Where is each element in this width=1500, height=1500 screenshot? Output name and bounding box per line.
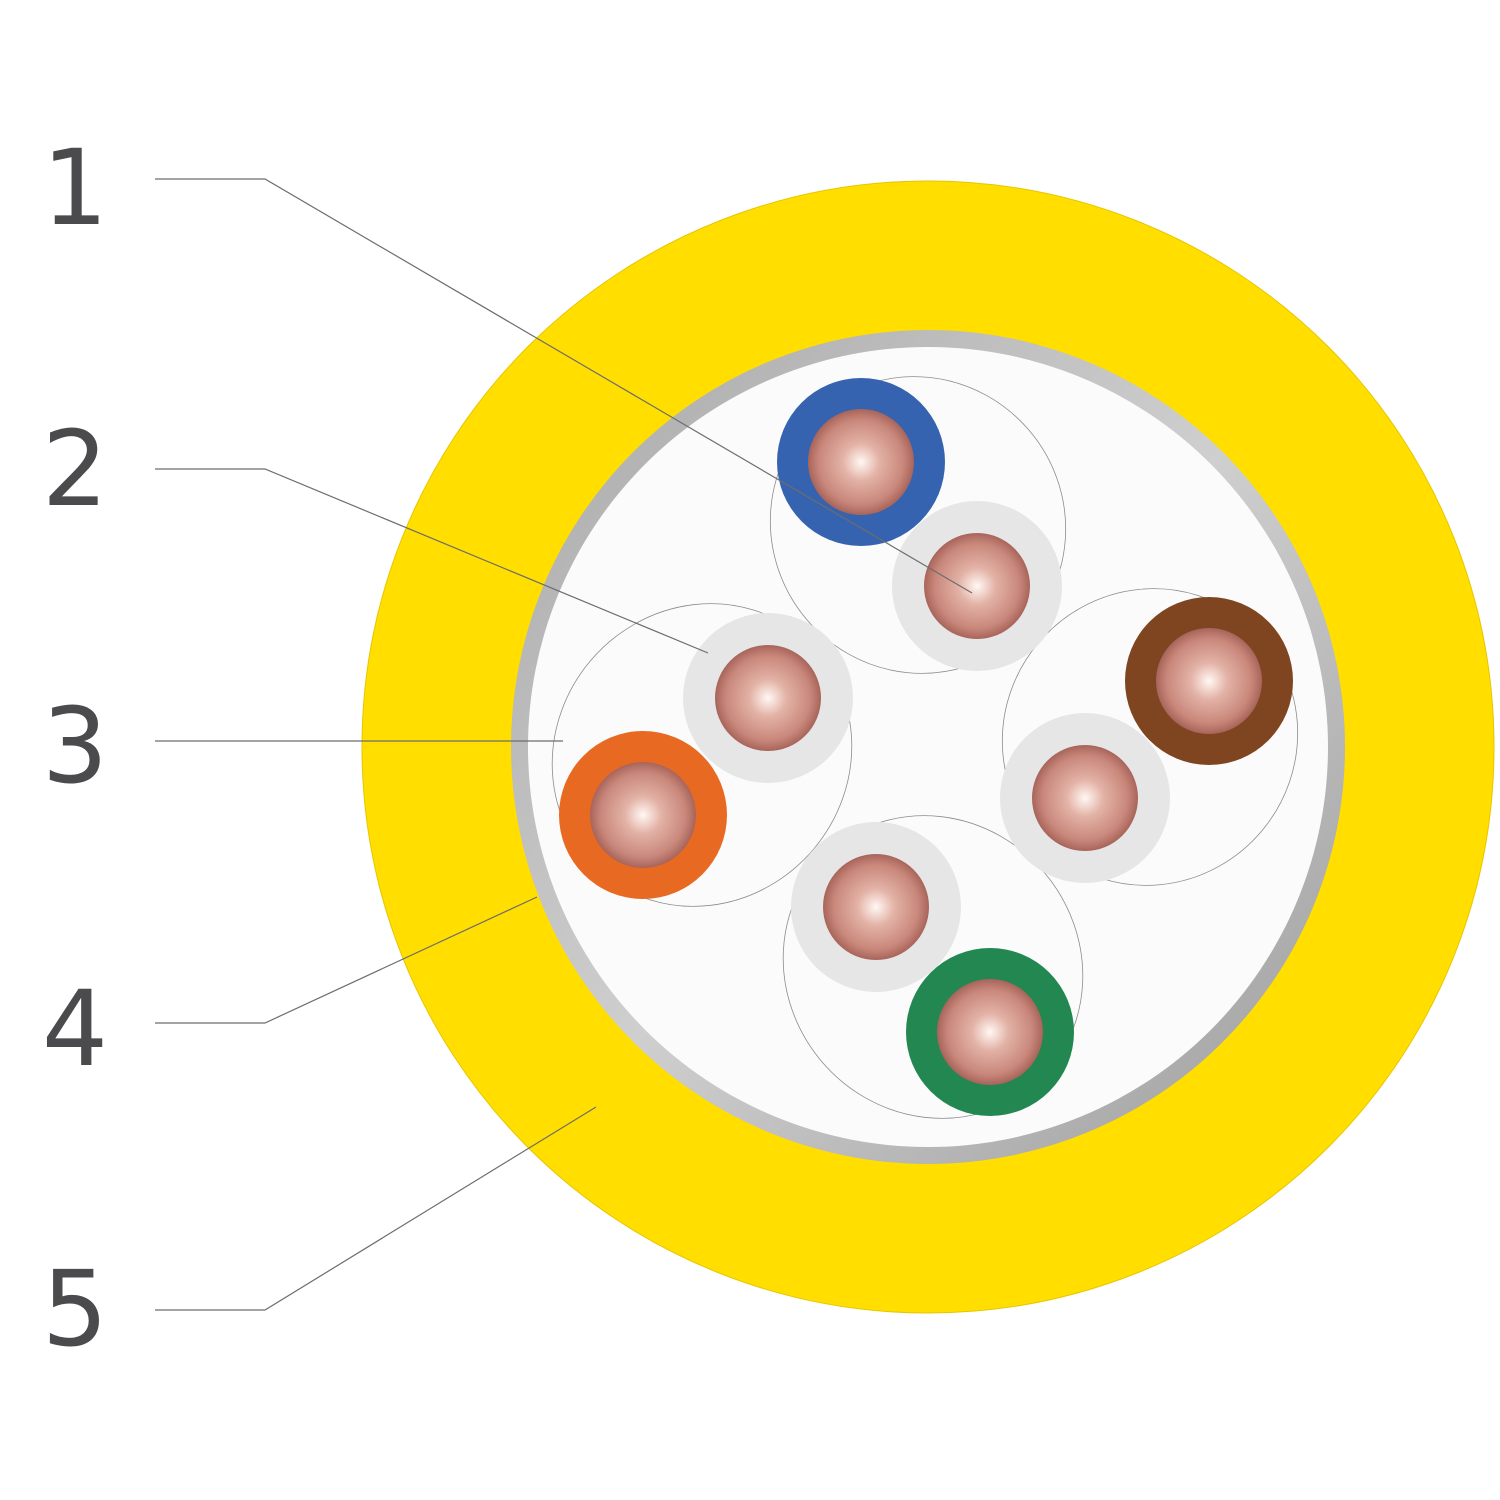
conductor-blue [777, 378, 945, 546]
callout-number-1: 1 [42, 127, 108, 249]
leader-line-4 [155, 896, 538, 1024]
callout-number-4: 4 [42, 968, 108, 1090]
callout-number-2: 2 [42, 408, 108, 530]
callout-number-5: 5 [42, 1248, 108, 1370]
conductor-blue-white [892, 501, 1062, 671]
leader-line-2 [155, 468, 709, 654]
conductor-orange [559, 731, 727, 899]
conductor-green-white [791, 822, 961, 992]
inner-filler [528, 347, 1328, 1147]
conductor-green [906, 948, 1074, 1116]
conductor-orange-white [683, 613, 853, 783]
leader-line-1 [155, 178, 973, 594]
leader-line-5 [155, 1106, 597, 1311]
conductor-brown-white [1000, 713, 1170, 883]
callout-number-3: 3 [42, 685, 108, 807]
conductor-brown [1125, 597, 1293, 765]
